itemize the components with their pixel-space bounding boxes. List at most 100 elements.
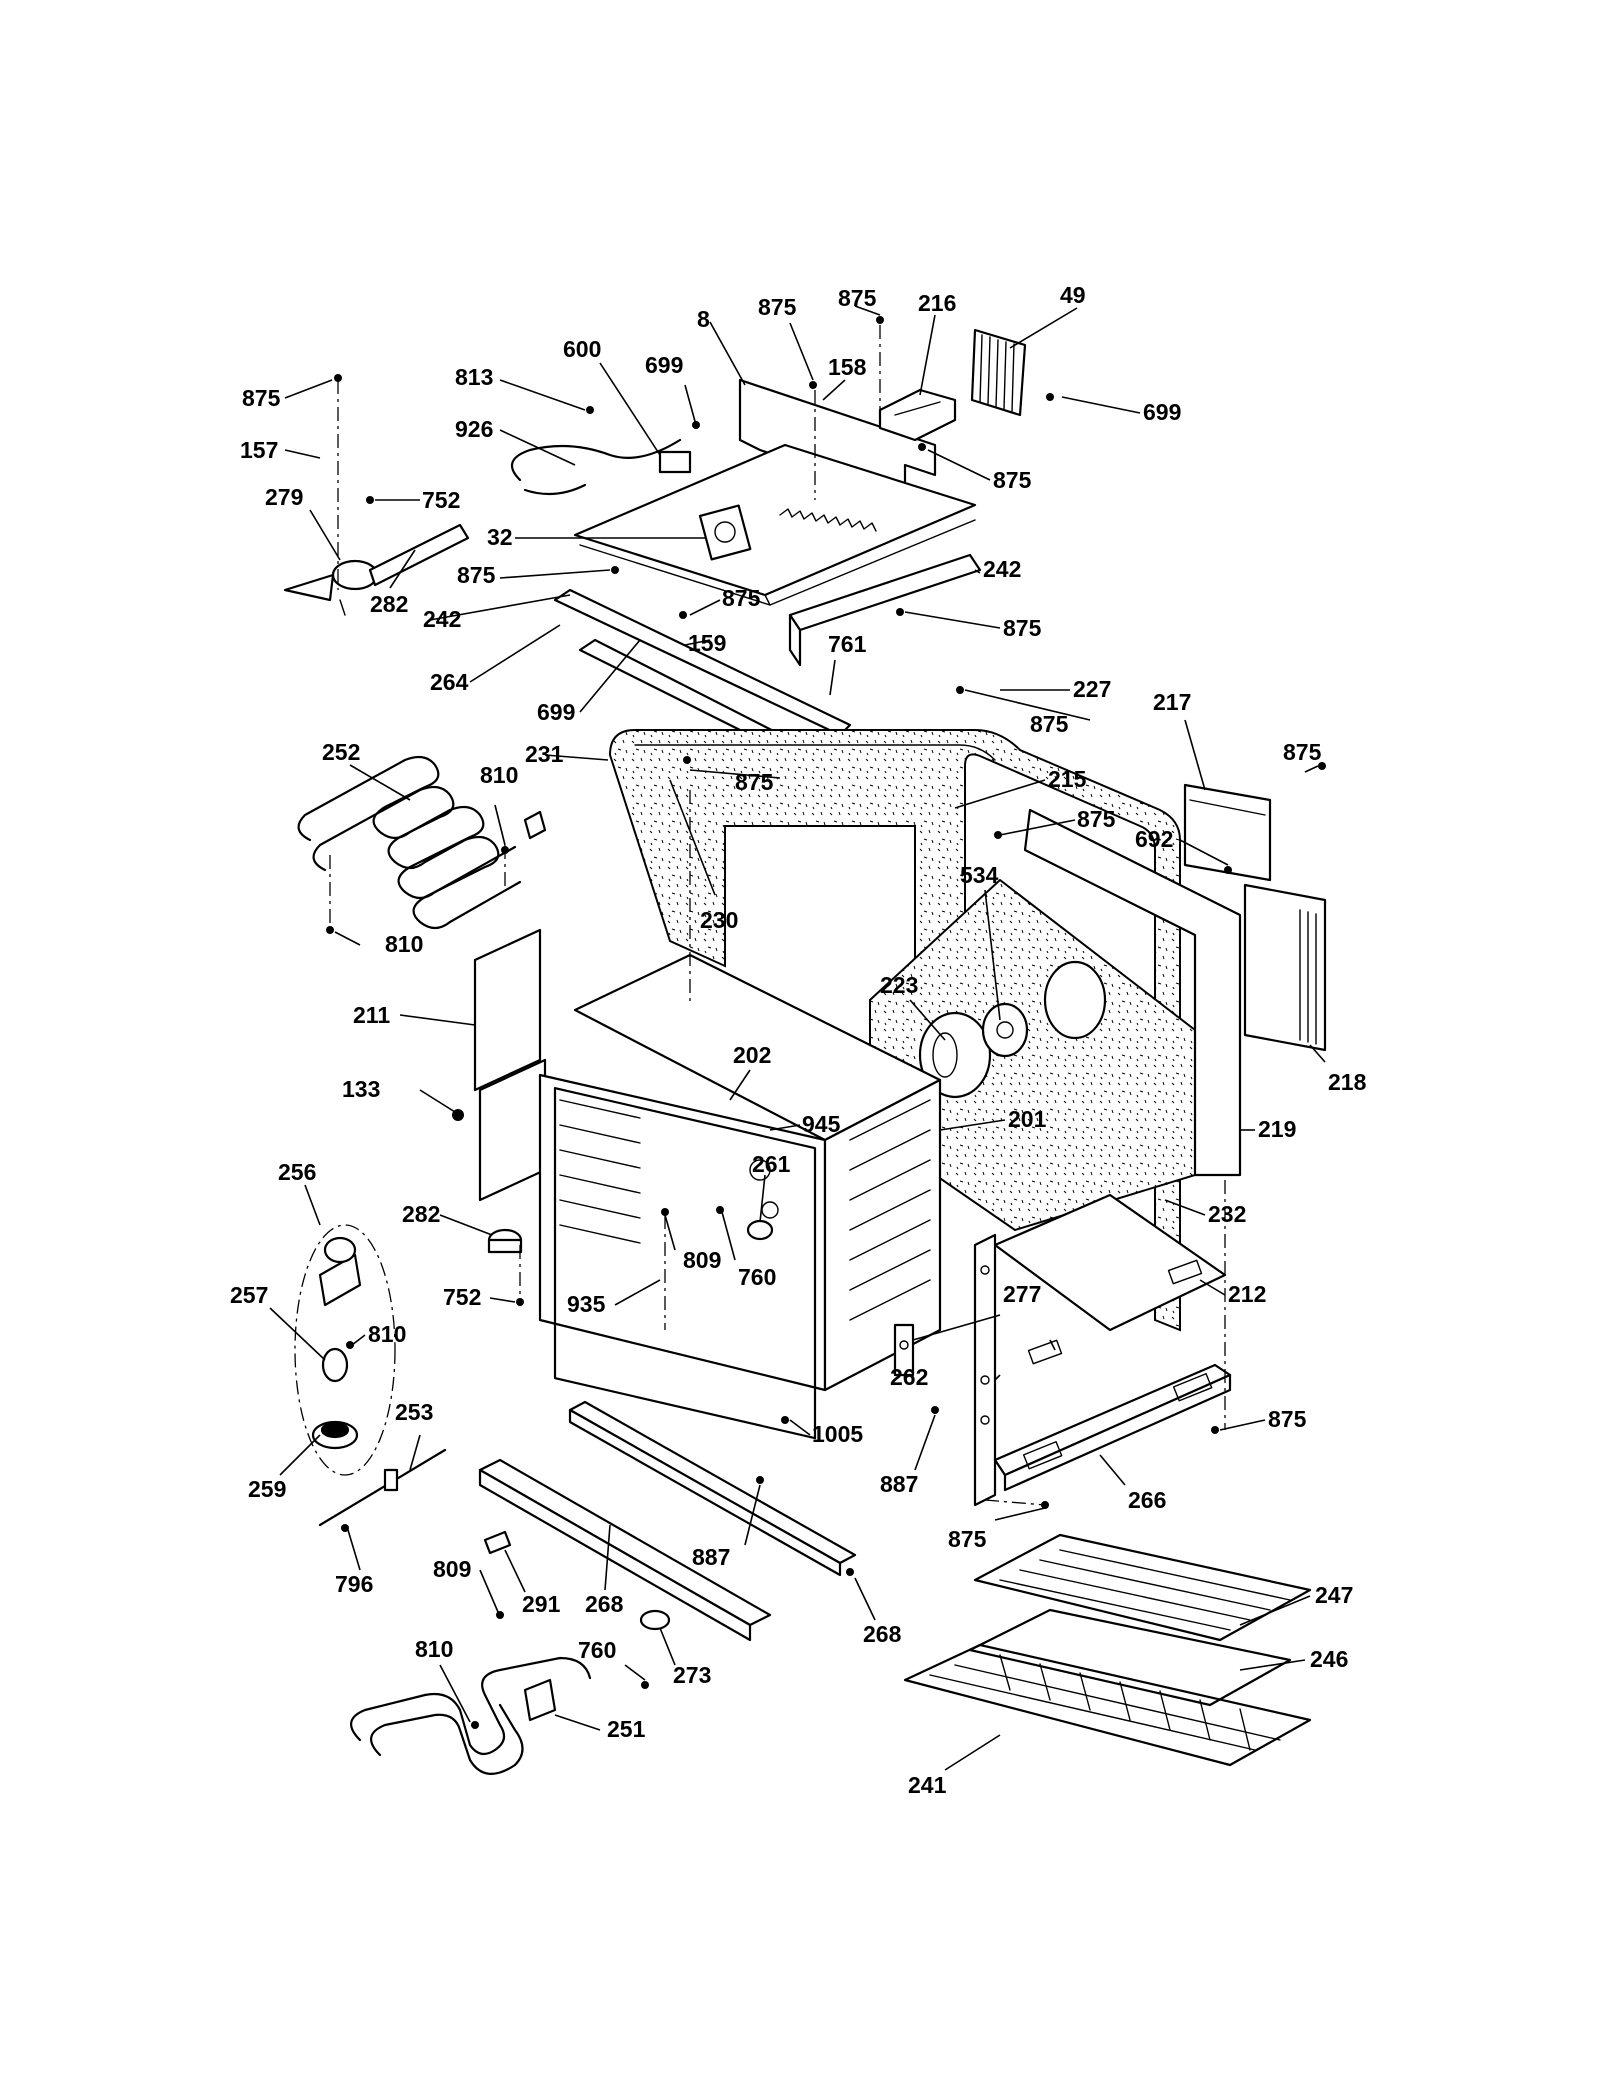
callout-217: 217: [1153, 689, 1191, 715]
wire-harness: [510, 438, 692, 496]
callout-253: 253: [395, 1399, 433, 1425]
callout-291: 291: [522, 1591, 561, 1617]
side-panel-218: [1243, 883, 1327, 1052]
callout-875: 875: [1003, 615, 1042, 641]
connector-261: [746, 1219, 774, 1241]
leader-lines: [269, 305, 1326, 1771]
callout-699: 699: [645, 352, 683, 378]
callout-875: 875: [948, 1526, 987, 1552]
clip-291: [483, 1530, 512, 1555]
door-lock-motor: [698, 504, 752, 561]
callout-259: 259: [248, 1476, 286, 1502]
callout-699: 699: [537, 699, 575, 725]
callout-692: 692: [1135, 826, 1173, 852]
light-socket-256: [294, 1224, 396, 1476]
callout-158: 158: [828, 354, 867, 380]
trim-rail-268-upper: [568, 1400, 857, 1577]
callout-251: 251: [607, 1716, 646, 1742]
callout-1005: 1005: [812, 1421, 863, 1447]
callout-246: 246: [1310, 1646, 1348, 1672]
callout-887: 887: [880, 1471, 918, 1497]
bracket-242-right: [788, 553, 982, 667]
callout-219: 219: [1258, 1116, 1296, 1142]
callout-159: 159: [688, 630, 726, 656]
callout-230: 230: [700, 907, 738, 933]
callout-201: 201: [1008, 1106, 1047, 1132]
callout-796: 796: [335, 1571, 373, 1597]
callout-247: 247: [1315, 1582, 1353, 1608]
callout-133: 133: [342, 1076, 380, 1102]
control-housing: [573, 378, 977, 606]
callout-809: 809: [683, 1247, 721, 1273]
callout-268: 268: [863, 1621, 902, 1647]
callout-223: 223: [880, 972, 918, 998]
callout-809: 809: [433, 1556, 471, 1582]
callout-875: 875: [993, 467, 1032, 493]
callout-252: 252: [322, 739, 360, 765]
callout-266: 266: [1128, 1487, 1166, 1513]
callout-216: 216: [918, 290, 956, 316]
callout-926: 926: [455, 416, 493, 442]
callout-935: 935: [567, 1291, 606, 1317]
oven-liner-201: [538, 953, 942, 1440]
callout-215: 215: [1048, 766, 1087, 792]
convection-fan-223: [918, 1002, 1029, 1099]
callout-887: 887: [692, 1544, 730, 1570]
rack-guides-left: [559, 1099, 641, 1244]
latch-277: [893, 1323, 915, 1377]
callout-875: 875: [722, 585, 761, 611]
callout-211: 211: [353, 1002, 390, 1028]
callout-875: 875: [1030, 711, 1069, 737]
callout-277: 277: [1003, 1281, 1041, 1307]
side-panel-217: [1183, 783, 1272, 882]
callout-227: 227: [1073, 676, 1111, 702]
callout-810: 810: [385, 931, 423, 957]
callout-875: 875: [1283, 739, 1322, 765]
callout-760: 760: [738, 1264, 776, 1290]
side-panel-211: [473, 928, 547, 1202]
callout-282: 282: [370, 591, 408, 617]
callout-212: 212: [1228, 1281, 1266, 1307]
vent-grille: [970, 328, 1027, 417]
oven-rack-241: [903, 1643, 1312, 1767]
outer-wrapper-231: [608, 729, 1181, 1332]
grommet-273: [639, 1609, 671, 1631]
callout-32: 32: [487, 524, 513, 550]
callout-264: 264: [430, 669, 469, 695]
callout-534: 534: [960, 862, 999, 888]
bracket-216: [878, 388, 957, 442]
callout-875: 875: [242, 385, 281, 411]
callout-875: 875: [457, 562, 496, 588]
callout-242: 242: [983, 556, 1021, 582]
sensor-probe-253: [318, 1448, 447, 1527]
callout-875: 875: [1077, 806, 1116, 832]
callout-875: 875: [1268, 1406, 1307, 1432]
callout-262: 262: [890, 1364, 928, 1390]
trim-rail-268-lower: [478, 1458, 772, 1642]
callout-810: 810: [415, 1636, 453, 1662]
callout-232: 232: [1208, 1201, 1246, 1227]
bake-element-251: [350, 1656, 592, 1775]
callout-875: 875: [758, 294, 797, 320]
callout-282: 282: [402, 1201, 440, 1227]
callout-699: 699: [1143, 399, 1181, 425]
callout-810: 810: [480, 762, 518, 788]
callout-241: 241: [908, 1772, 947, 1798]
callout-945: 945: [802, 1111, 841, 1137]
callout-875: 875: [735, 769, 774, 795]
bottom-frame-266: [993, 1363, 1232, 1492]
callout-273: 273: [673, 1662, 711, 1688]
callout-600: 600: [563, 336, 601, 362]
wrapper-back-219: [869, 808, 1242, 1232]
rack-guides-right: [849, 1099, 931, 1321]
callout-labels: 875 157 279 752 282 813 926 600 699 8 87…: [230, 282, 1367, 1798]
broiler-pan-insert-247: [973, 1533, 1312, 1642]
lock-spring: [779, 508, 877, 532]
broil-element-252: [297, 755, 547, 930]
callout-8: 8: [697, 306, 710, 332]
callout-261: 261: [752, 1151, 791, 1177]
light-housing-279: [283, 523, 470, 616]
callout-242: 242: [423, 606, 461, 632]
